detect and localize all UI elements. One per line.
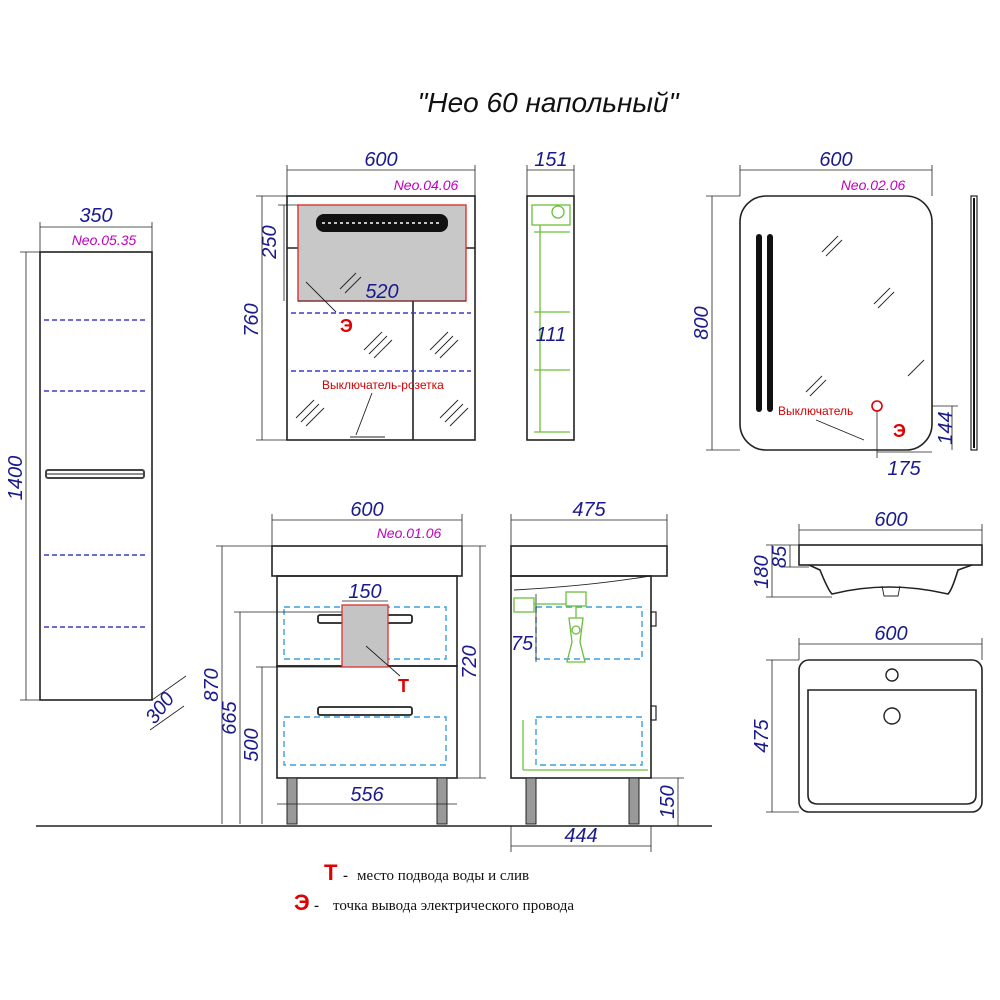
legend-sep-electric: - [314, 898, 319, 914]
switch-socket-note: Выключатель-розетка [322, 378, 444, 392]
legend-mark-water: Т [324, 860, 338, 885]
mirror-bottom-label: 144 [935, 411, 957, 444]
sink-top: 600 475 [751, 623, 983, 813]
mc-top-label: 250 [259, 225, 281, 259]
mirror-width-label: 600 [819, 149, 852, 171]
mc-inner-label: 520 [365, 281, 398, 303]
legend-sep-water: - [343, 868, 348, 884]
legend: Т - место подвода воды и слив Э - точка … [294, 860, 574, 915]
mc-height-label: 760 [241, 303, 263, 336]
mc-width-label: 600 [364, 149, 397, 171]
vanity-water-mark: Т [398, 676, 409, 696]
mirror-cabinet-side: 151 111 [526, 149, 575, 441]
pipe-width-label: 150 [348, 581, 381, 603]
mirror-right-label: 175 [887, 458, 921, 480]
sink-top-width-label: 600 [874, 623, 907, 645]
tall-model-label: Neo.05.35 [72, 232, 137, 248]
vanity-model-label: Neo.01.06 [377, 525, 442, 541]
mc-model-label: Neo.04.06 [394, 177, 459, 193]
mirror-cabinet-front: Выключатель-розетка Э 600 Neo.04.06 520 … [241, 149, 476, 441]
tall-depth-label: 300 [141, 688, 179, 728]
bottom-drawer-handle [317, 706, 413, 716]
vanity-total-h-label: 870 [201, 668, 223, 701]
mc-shelf-label: 111 [536, 324, 566, 346]
tall-height-label: 1400 [5, 456, 27, 501]
sink-h2-label: 85 [769, 545, 791, 568]
legend-mark-electric: Э [294, 890, 310, 915]
vanity-665-label: 665 [219, 700, 241, 734]
vanity-body-h-label: 720 [459, 645, 481, 678]
tall-cabinet-handle [45, 469, 145, 479]
side-floor-depth-label: 444 [564, 825, 597, 847]
mirror: Выключатель Э 600 Neo.02.06 800 175 144 [691, 149, 978, 480]
side-depth-label: 475 [572, 499, 606, 521]
tall-width-label: 350 [79, 205, 112, 227]
pipe-zone [341, 604, 389, 668]
vanity-inner-label: 556 [350, 784, 384, 806]
sink-h1-label: 180 [751, 555, 773, 588]
legend-text-water: место подвода воды и слив [357, 868, 529, 884]
legend-text-electric: точка вывода электрического провода [333, 898, 574, 914]
vanity-500-label: 500 [241, 728, 263, 761]
sink-side: 600 180 85 [751, 509, 983, 598]
mirror-height-label: 800 [691, 306, 713, 339]
drawing-title: "Нео 60 напольный" [417, 87, 679, 118]
mc-depth-label: 151 [534, 149, 567, 171]
side-75-label: 75 [511, 633, 534, 655]
mc-electric-mark: Э [340, 316, 353, 336]
sink-width-label: 600 [874, 509, 907, 531]
vanity-front: Т 600 Neo.01.06 150 556 870 665 500 720 [201, 499, 486, 825]
sink-depth-label: 475 [751, 718, 773, 752]
tall-cabinet: 350 Neo.05.35 1400 300 [5, 205, 187, 731]
vanity-width-label: 600 [350, 499, 383, 521]
vanity-side: 75 475 444 150 [510, 499, 684, 852]
switch-note: Выключатель [778, 404, 853, 418]
mirror-electric-mark: Э [893, 421, 906, 441]
side-legs-label: 150 [657, 785, 679, 818]
mirror-model-label: Neo.02.06 [841, 177, 906, 193]
